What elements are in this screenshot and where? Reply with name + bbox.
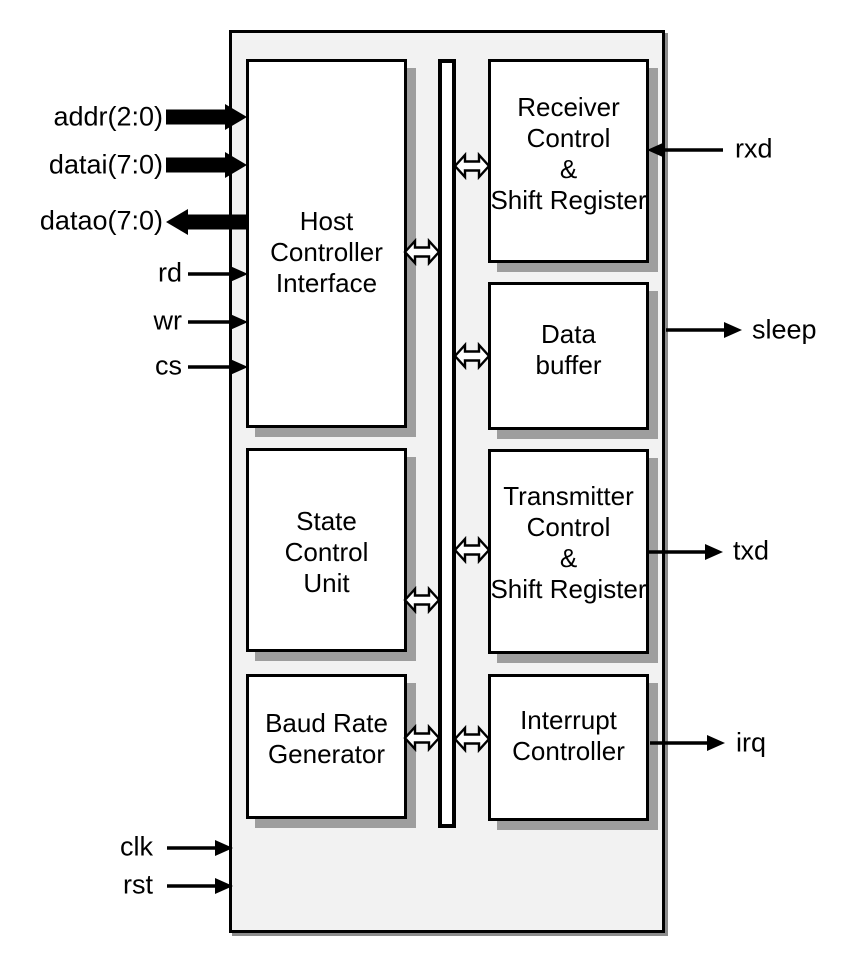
block-label-line: Controller [270,237,383,267]
signal-label-wr: wr [153,305,183,336]
block-label-line: Controller [512,735,625,766]
block-label: Transmitter Control & Shift Register [490,481,646,605]
signal-label-sleep: sleep [752,314,817,345]
block-label-line: & [559,542,578,573]
signal-label-cs: cs [155,350,182,381]
block-label-line: Unit [303,567,350,598]
rst-input-arrow [167,878,233,894]
signal-label-txd: txd [733,535,770,566]
block-label-line: Interrupt [520,704,617,735]
block-label-line: Shift Register [490,573,647,604]
block-baud-rate-generator: Baud Rate Generator [246,674,407,819]
clk-input-arrow [167,840,233,856]
block-transmitter-control-shift-register: Transmitter Control & Shift Register [488,449,649,654]
block-label-line: Control [526,511,611,542]
block-label-line: Interface [275,268,378,298]
block-label: Receiver Control & Shift Register [490,92,646,216]
block-label-line: Host [299,206,354,236]
block-label-line: Control [284,536,369,567]
block-host-controller-interface: Host Controller Interface [246,59,407,428]
block-label: Interrupt Controller [512,705,625,767]
block-label: Data buffer [535,319,601,381]
signal-label-rd: rd [157,257,182,288]
block-interrupt-controller: Interrupt Controller [488,674,649,821]
block-label: Baud Rate Generator [265,708,388,770]
block-label-line: State [296,505,357,536]
block-label-line: & [559,154,578,184]
block-label-line: Shift Register [490,185,647,215]
block-state-control-unit: State Control Unit [246,448,407,652]
block-label: Host Controller Interface [270,206,383,299]
signal-label-rst: rst [123,869,153,900]
block-label-line: buffer [535,350,602,380]
block-label-line: Baud Rate [265,707,388,738]
block-label-line: Transmitter [503,480,634,511]
signal-label-addr: addr(2:0) [53,101,163,132]
block-label-line: Control [526,123,611,153]
signal-label-irq: irq [736,727,767,758]
signal-label-rxd: rxd [735,133,773,164]
signal-label-datao: datao(7:0) [39,205,163,236]
block-data-buffer: Data buffer [488,282,649,430]
sleep-output-arrow [666,322,742,338]
internal-bus-bar [438,59,456,828]
block-label-line: Receiver [517,92,620,122]
block-label: State Control Unit [285,506,369,599]
block-receiver-control-shift-register: Receiver Control & Shift Register [488,59,649,263]
block-label-line: Generator [267,738,386,769]
signal-label-datai: datai(7:0) [48,149,163,180]
block-label-line: Data [541,319,596,349]
signal-label-clk: clk [120,831,153,862]
